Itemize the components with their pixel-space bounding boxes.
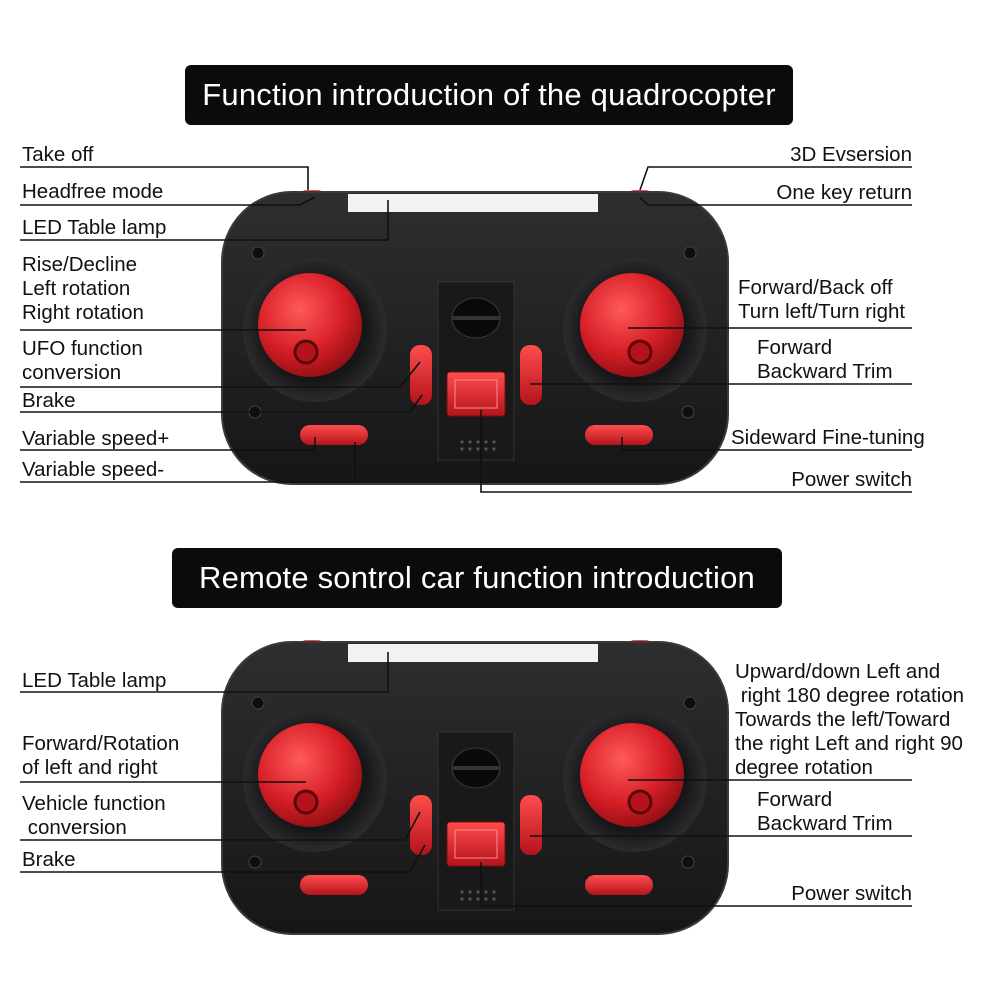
- car-title: Remote sontrol car function introduction: [199, 560, 755, 595]
- quadrocopter-controller: [220, 188, 730, 486]
- quadrocopter-title-banner: Function introduction of the quadrocopte…: [185, 65, 793, 125]
- car-controller: [220, 638, 730, 936]
- label-led-lamp: LED Table lamp: [22, 216, 167, 239]
- leader-lines-2: [20, 652, 912, 907]
- label-3d-evsersion: 3D Evsersion: [790, 143, 912, 166]
- label-led-lamp-2: LED Table lamp: [22, 669, 167, 692]
- label-brake: Brake: [22, 389, 76, 412]
- label-take-off: Take off: [22, 143, 94, 166]
- label-sideward: Sideward Fine-tuning: [731, 426, 925, 449]
- quadrocopter-title: Function introduction of the quadrocopte…: [202, 77, 776, 112]
- leader-lines-1: [20, 166, 912, 493]
- label-power-switch-2: Power switch: [791, 882, 912, 905]
- label-power-switch: Power switch: [791, 468, 912, 491]
- label-forward-back: Forward/Back off Turn left/Turn right: [738, 276, 906, 323]
- label-one-key-return: One key return: [776, 181, 912, 204]
- car-title-banner: Remote sontrol car function introduction: [172, 548, 782, 608]
- label-ufo-conversion: UFO function conversion: [22, 337, 143, 384]
- label-trim: Forward Backward Trim: [757, 336, 893, 383]
- label-trim-2: Forward Backward Trim: [757, 788, 893, 835]
- label-variable-speed-minus: Variable speed-: [22, 458, 165, 481]
- label-rise-decline: Rise/Decline Left rotation Right rotatio…: [22, 253, 144, 324]
- label-brake-2: Brake: [22, 848, 76, 871]
- label-variable-speed-plus: Variable speed+: [22, 427, 170, 450]
- label-headfree-mode: Headfree mode: [22, 180, 164, 203]
- label-upward-down: Upward/down Left and right 180 degree ro…: [735, 660, 965, 779]
- label-vehicle-conversion: Vehicle function conversion: [22, 792, 166, 839]
- label-forward-rotation: Forward/Rotation of left and right: [22, 732, 180, 779]
